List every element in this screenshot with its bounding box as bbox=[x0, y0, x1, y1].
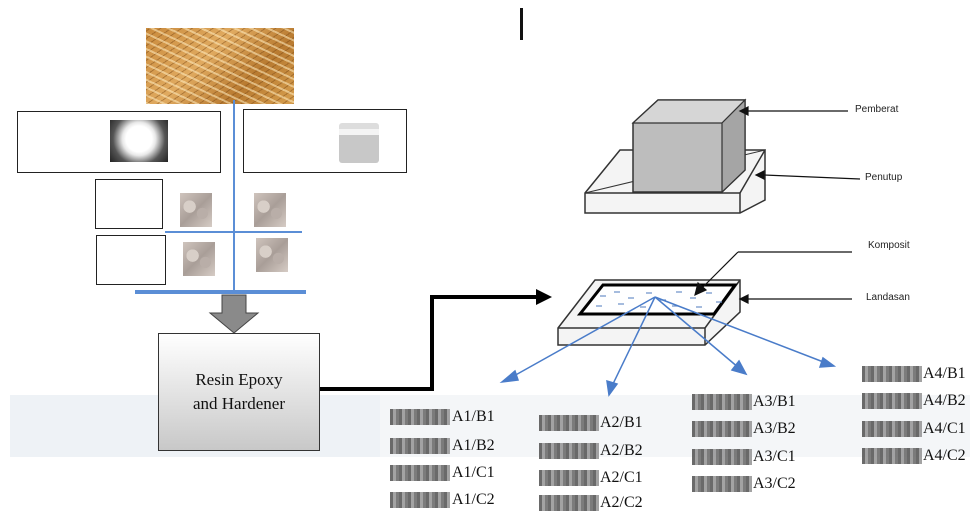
powder-photo bbox=[110, 120, 168, 162]
flow-arrow-head bbox=[536, 289, 552, 305]
resin-epoxy-box: Resin Epoxy and Hardener bbox=[158, 333, 320, 451]
specimen-strip bbox=[692, 421, 752, 437]
label-base: Landasan bbox=[866, 292, 910, 303]
resin-line-1: Resin Epoxy bbox=[195, 370, 283, 389]
specimen-strip bbox=[862, 448, 922, 464]
specimen-strip bbox=[862, 421, 922, 437]
specimen-label: A2/B2 bbox=[600, 442, 643, 459]
specimen-label: A4/C1 bbox=[923, 420, 966, 437]
tick-mark bbox=[520, 8, 523, 40]
specimen-strip bbox=[390, 438, 450, 454]
specimen-label: A4/B2 bbox=[923, 392, 966, 409]
specimen-label: A2/B1 bbox=[600, 414, 643, 431]
dist-arrow-4 bbox=[654, 296, 827, 364]
label-composite: Komposit bbox=[868, 240, 910, 251]
specimen-label: A4/B1 bbox=[923, 365, 966, 382]
jar-photo bbox=[339, 123, 379, 163]
specimen-label: A3/B2 bbox=[753, 420, 796, 437]
sample-thumb-4 bbox=[256, 238, 288, 272]
specimen-strip bbox=[539, 470, 599, 486]
specimen-strip bbox=[390, 409, 450, 425]
sample-thumb-1 bbox=[180, 193, 212, 227]
specimen-label: A1/B2 bbox=[452, 437, 495, 454]
specimen-label: A4/C2 bbox=[923, 447, 966, 464]
specimen-label: A3/C1 bbox=[753, 448, 796, 465]
specimen-label: A3/B1 bbox=[753, 393, 796, 410]
mold-weight-block bbox=[631, 98, 747, 194]
resin-line-2: and Hardener bbox=[192, 394, 286, 413]
specimen-strip bbox=[539, 415, 599, 431]
specimen-strip bbox=[692, 476, 752, 492]
specimen-label: A2/C2 bbox=[600, 494, 643, 511]
specimen-label: A1/C1 bbox=[452, 464, 495, 481]
specimen-strip bbox=[862, 366, 922, 382]
fiber-photo bbox=[146, 28, 294, 104]
specimen-label: A3/C2 bbox=[753, 475, 796, 492]
flow-arrow bbox=[320, 295, 538, 391]
down-block-arrow bbox=[208, 294, 260, 334]
specimen-strip bbox=[692, 394, 752, 410]
specimen-label: A1/C2 bbox=[452, 491, 495, 508]
pointer-cover bbox=[763, 174, 861, 180]
specimen-label: A1/B1 bbox=[452, 408, 495, 425]
specimen-strip bbox=[539, 495, 599, 511]
dist-arrow-1 bbox=[511, 296, 656, 378]
specimen-label: A2/C1 bbox=[600, 469, 643, 486]
sample-thumb-3 bbox=[183, 242, 215, 276]
specimen-strip bbox=[862, 393, 922, 409]
specimen-strip bbox=[390, 492, 450, 508]
specimen-strip bbox=[390, 465, 450, 481]
label-weight: Pemberat bbox=[855, 104, 899, 115]
jar-box bbox=[243, 109, 407, 173]
specimen-strip bbox=[692, 449, 752, 465]
sample-box-bottom bbox=[96, 235, 166, 285]
sample-thumb-2 bbox=[254, 193, 286, 227]
specimen-strip bbox=[539, 443, 599, 459]
label-cover: Penutup bbox=[865, 172, 903, 183]
sample-box-top bbox=[95, 179, 163, 229]
dist-arrow-3 bbox=[654, 296, 740, 369]
dist-arrow-2 bbox=[611, 296, 656, 387]
